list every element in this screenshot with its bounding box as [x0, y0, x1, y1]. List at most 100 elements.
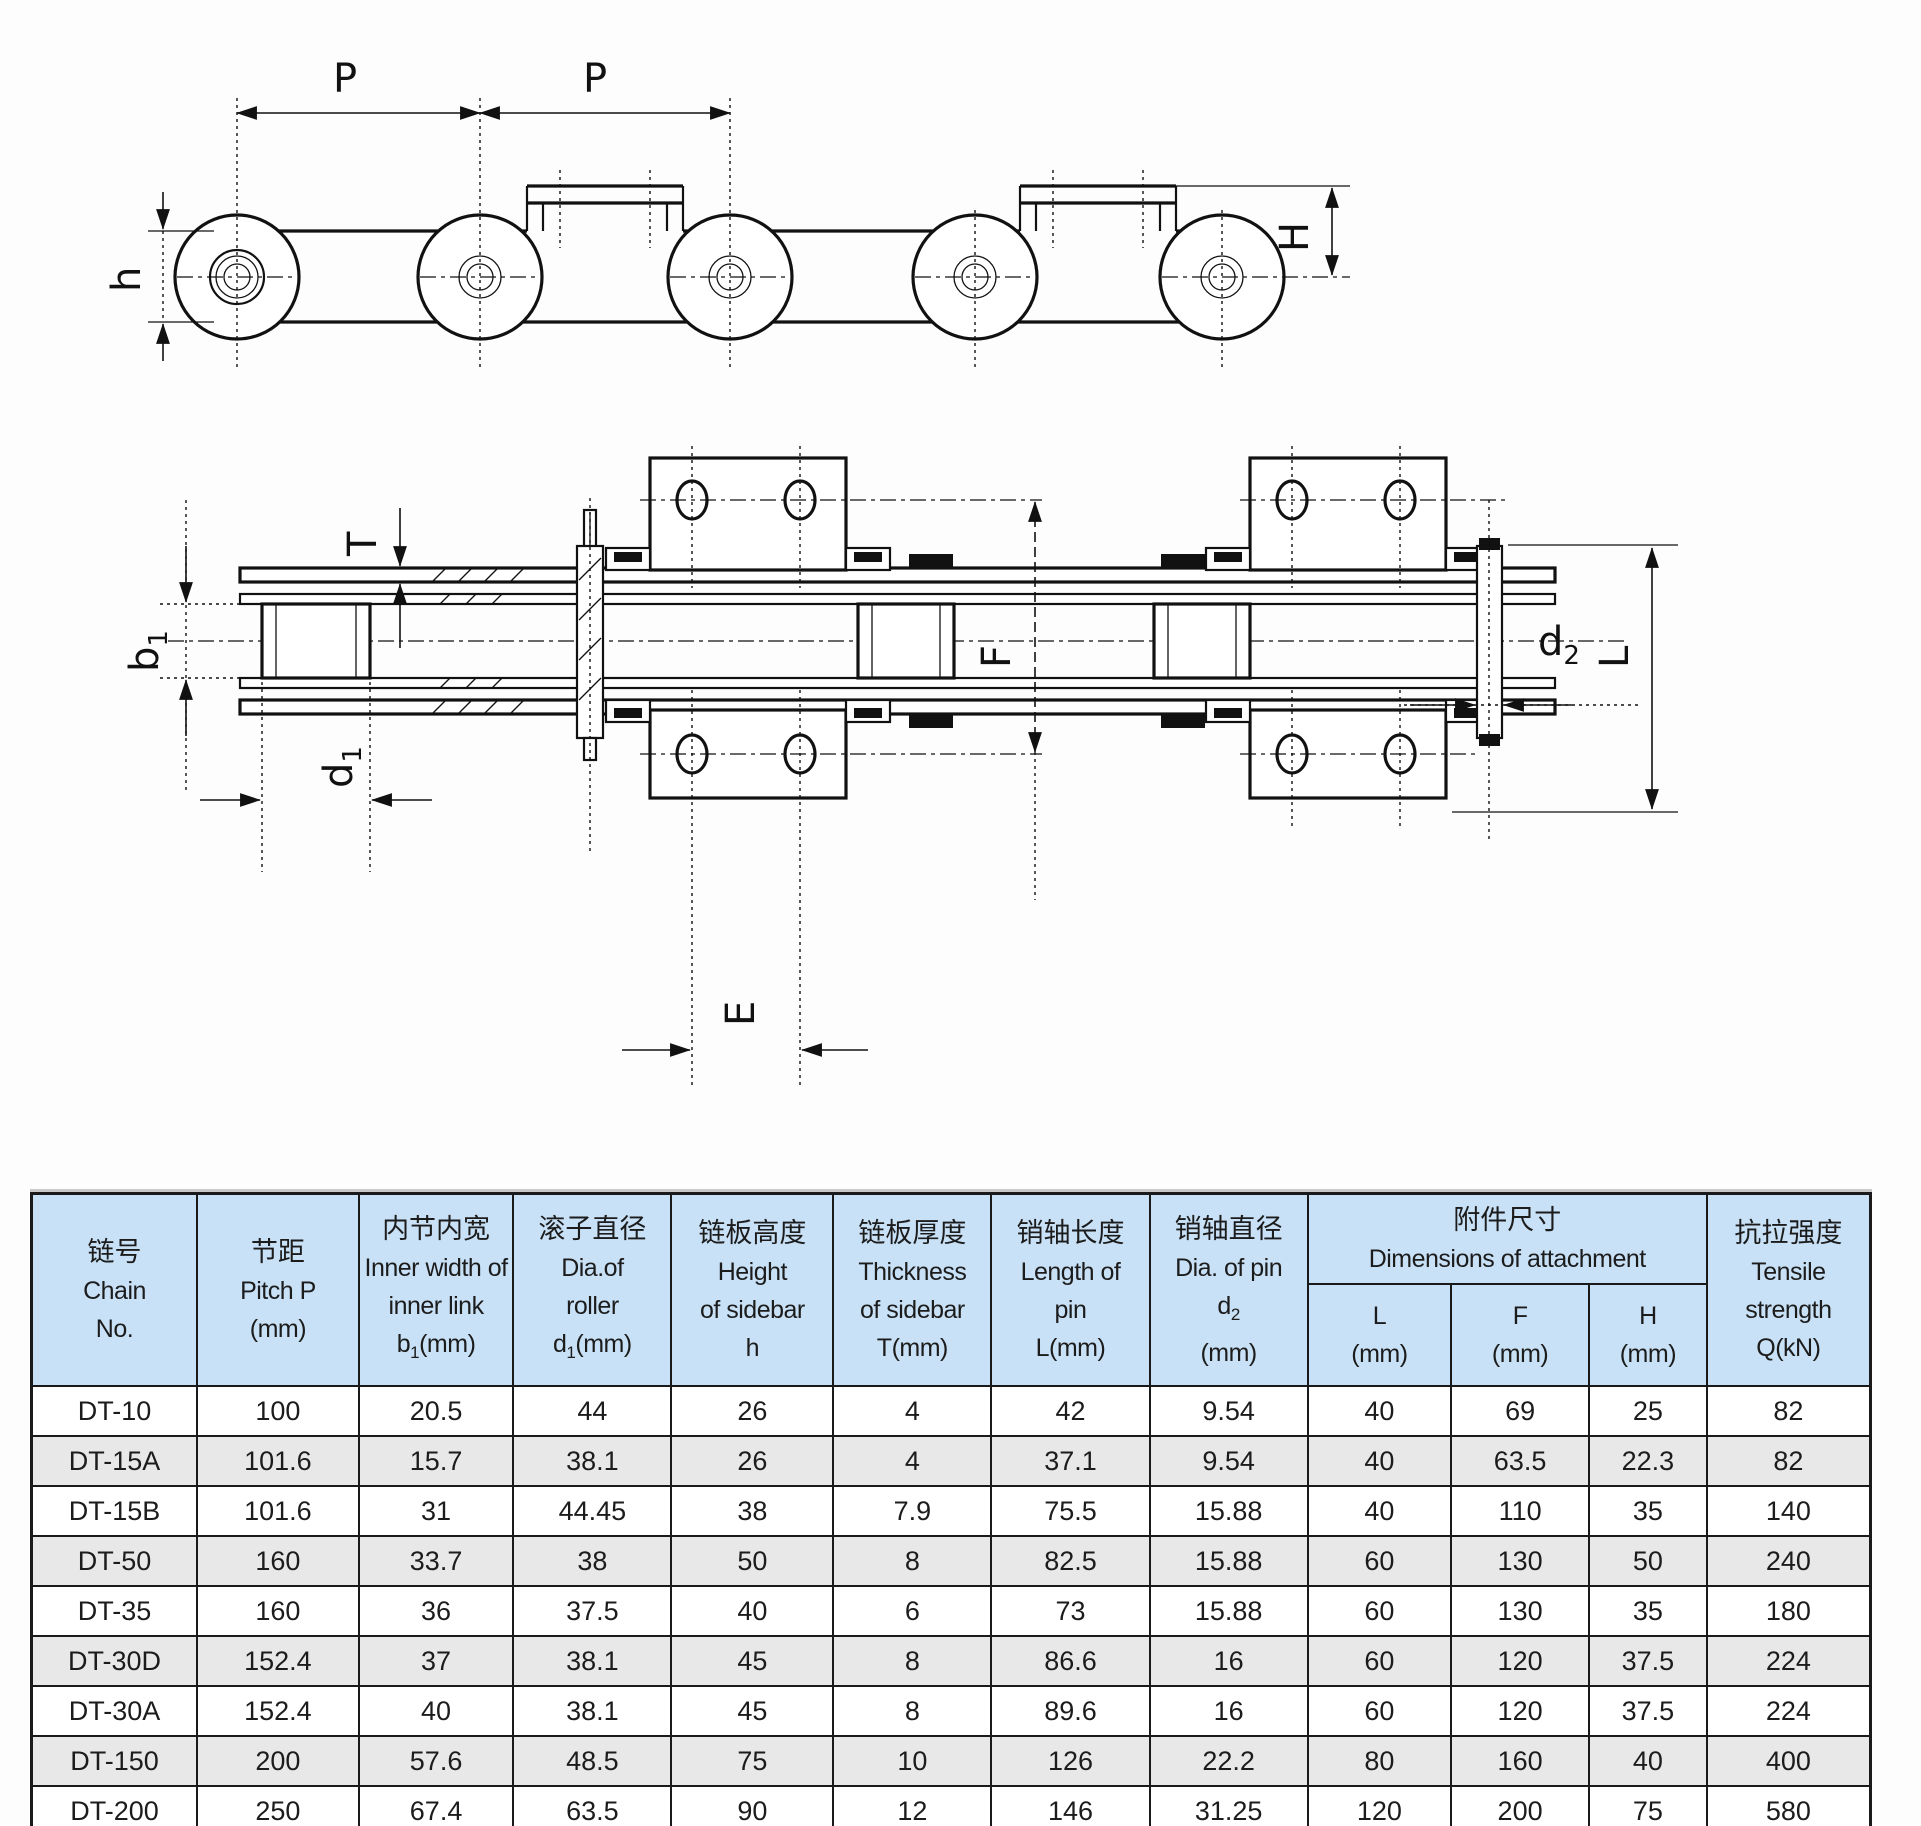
cell: 63.5	[1450, 1435, 1591, 1487]
cell: 40	[1588, 1735, 1708, 1787]
cell: 20.5	[357, 1385, 515, 1437]
cell: 38.1	[512, 1435, 673, 1487]
side-view: P P h H	[104, 56, 1350, 370]
cell: 37.5	[1588, 1685, 1708, 1737]
cell: 6	[832, 1585, 993, 1637]
cell: 15.88	[1148, 1535, 1309, 1587]
cell: 82.5	[990, 1535, 1151, 1587]
cell: 8	[832, 1635, 993, 1687]
cell: 126	[990, 1735, 1151, 1787]
dimension-roller-dia: d1	[200, 682, 432, 872]
plate-thickness-label: T	[340, 531, 386, 557]
sidebar-height-label: h	[104, 267, 150, 292]
cell: 15.88	[1148, 1585, 1309, 1637]
dimension-attachment-height: H	[1176, 185, 1350, 278]
cell: 60	[1306, 1535, 1453, 1587]
cell: 8	[832, 1535, 993, 1587]
plan-view: b1 T d1 E F	[122, 446, 1678, 1088]
cell: 400	[1705, 1735, 1872, 1787]
cell: 120	[1306, 1785, 1453, 1826]
cell: 180	[1705, 1585, 1872, 1637]
cell: 82	[1705, 1385, 1872, 1437]
table-header: 链号 Chain No. 节距 Pitch P (mm) 内节内宽 Inner …	[30, 1192, 1872, 1387]
cell: 35	[1588, 1485, 1708, 1537]
attachment-lug-right	[1018, 170, 1178, 248]
cell-chain-no: DT-10	[30, 1385, 198, 1437]
cell: 37.5	[512, 1585, 673, 1637]
subcol-header-L: L (mm)	[1306, 1283, 1453, 1387]
cell: 31.25	[1148, 1785, 1309, 1826]
cell: 36	[357, 1585, 515, 1637]
attachment-height-label: H	[1272, 222, 1318, 252]
cell: 40	[357, 1685, 515, 1737]
subcol-header-H: H (mm)	[1588, 1283, 1708, 1387]
cell: 15.88	[1148, 1485, 1309, 1537]
attachment-plate-left	[604, 446, 1042, 1088]
cell: 37	[357, 1635, 515, 1687]
cell: 80	[1306, 1735, 1453, 1787]
dimension-pitch: P P	[236, 56, 731, 120]
cell: 57.6	[357, 1735, 515, 1787]
cell: 4	[832, 1385, 993, 1437]
cell: 75	[670, 1735, 835, 1787]
col-header-tensile: 抗拉强度 Tensile strength Q(kN)	[1705, 1192, 1872, 1387]
cell: 63.5	[512, 1785, 673, 1826]
pitch-label-1: P	[333, 56, 357, 102]
centerlines	[177, 98, 1282, 370]
cell: 25	[1588, 1385, 1708, 1437]
cell: 224	[1705, 1635, 1872, 1687]
cell: 40	[1306, 1435, 1453, 1487]
cell: 16	[1148, 1635, 1309, 1687]
cell: 82	[1705, 1435, 1872, 1487]
cell: 90	[670, 1785, 835, 1826]
cell: 89.6	[990, 1685, 1151, 1737]
cell: 75	[1588, 1785, 1708, 1826]
cell: 12	[832, 1785, 993, 1826]
chain-engineering-drawing: P P h H	[104, 56, 1678, 1088]
cell: 160	[196, 1585, 360, 1637]
col-header-pitch: 节距 Pitch P (mm)	[196, 1192, 360, 1387]
dimension-plate-thickness: T	[340, 508, 407, 648]
cell: 101.6	[196, 1485, 360, 1537]
cell: 26	[670, 1385, 835, 1437]
cell: 40	[670, 1585, 835, 1637]
cell: 100	[196, 1385, 360, 1437]
cell-chain-no: DT-30A	[30, 1685, 198, 1737]
section-hatch	[431, 567, 525, 715]
cell: 120	[1450, 1635, 1591, 1687]
cell: 50	[1588, 1535, 1708, 1587]
cell: 9.54	[1148, 1385, 1309, 1437]
rivet-heads	[909, 554, 1205, 728]
pin-dia-label: d2	[1538, 619, 1580, 671]
cell: 9.54	[1148, 1435, 1309, 1487]
col-header-pin-dia: 销轴直径 Dia. of pin d2 (mm)	[1148, 1192, 1309, 1387]
spec-table: 链号 Chain No. 节距 Pitch P (mm) 内节内宽 Inner …	[30, 1192, 1872, 1826]
cell-chain-no: DT-200	[30, 1785, 198, 1826]
col-header-inner-width: 内节内宽 Inner width of inner link b1(mm)	[357, 1192, 515, 1387]
roller-dia-label: d1	[316, 746, 368, 788]
rollers	[260, 602, 1252, 680]
cell: 200	[1450, 1785, 1591, 1826]
attachment-lug-left	[525, 170, 685, 248]
cell: 580	[1705, 1785, 1872, 1826]
cell: 38.1	[512, 1635, 673, 1687]
col-header-attachment: 附件尺寸 Dimensions of attachment	[1306, 1192, 1708, 1285]
dimension-pin-dia: d2	[1404, 619, 1638, 712]
cell: 45	[670, 1685, 835, 1737]
cell-chain-no: DT-35	[30, 1585, 198, 1637]
inner-width-label: b1	[122, 630, 174, 672]
cell: 37.1	[990, 1435, 1151, 1487]
cell: 33.7	[357, 1535, 515, 1587]
col-header-roller-dia: 滚子直径 Dia.of roller d1(mm)	[512, 1192, 673, 1387]
cell: 38	[670, 1485, 835, 1537]
dimension-pin-length: L	[1452, 544, 1678, 813]
cell: 67.4	[357, 1785, 515, 1826]
cell-chain-no: DT-150	[30, 1735, 198, 1787]
